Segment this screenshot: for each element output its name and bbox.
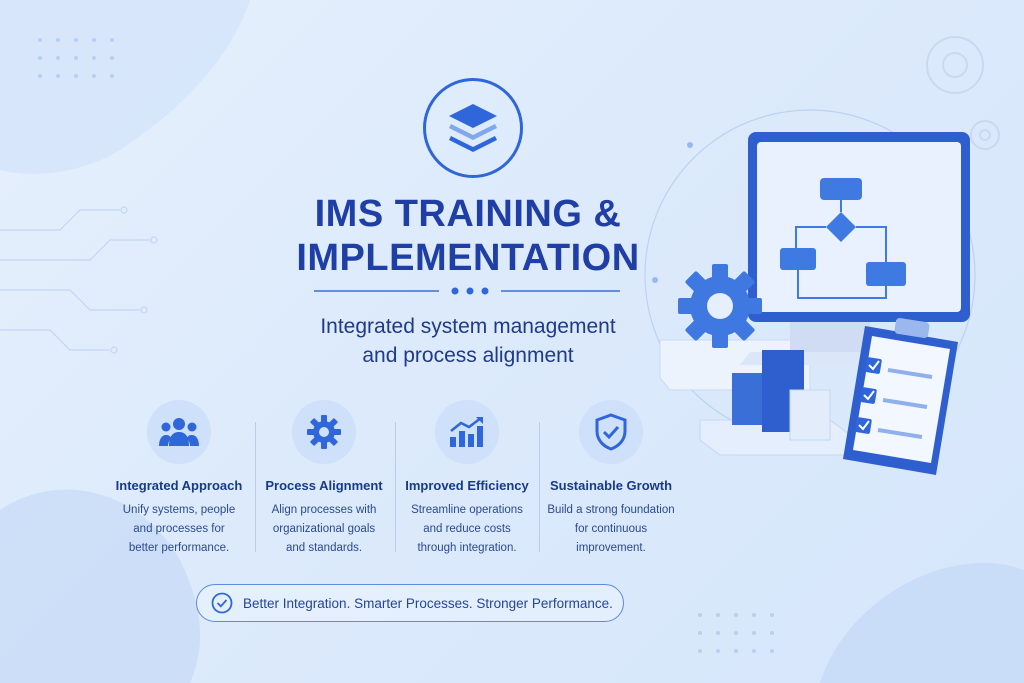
check-circle-icon	[211, 592, 233, 614]
feature-process-alignment: Process Alignment Align processes with o…	[250, 400, 398, 558]
tagline-text: Better Integration. Smarter Processes. S…	[243, 595, 613, 611]
feature-title: Sustainable Growth	[549, 478, 673, 493]
feature-title: Integrated Approach	[115, 478, 243, 493]
feature-desc-line: Build a strong foundation	[547, 504, 675, 516]
feature-desc-line: and standards.	[285, 542, 363, 554]
feature-icon-circle	[579, 400, 643, 464]
gear-icon	[307, 415, 341, 449]
feature-desc-line: organizational goals	[272, 523, 376, 535]
feature-desc-line: Align processes with	[271, 504, 377, 516]
feature-improved-efficiency: Improved Efficiency Streamline operation…	[393, 400, 541, 558]
feature-description: Streamline operations and reduce costs t…	[393, 501, 541, 558]
feature-sustainable-growth: Sustainable Growth Build a strong founda…	[537, 400, 685, 558]
feature-separator	[255, 422, 256, 552]
title-line-1: IMS TRAINING &	[314, 193, 622, 235]
stacked-layers-icon	[449, 104, 497, 152]
features-row: Integrated Approach Unify systems, peopl…	[105, 400, 685, 570]
monitor-icon	[740, 132, 970, 365]
feature-title: Process Alignment	[265, 478, 383, 493]
feature-icon-circle	[292, 400, 356, 464]
clipboard-checklist-icon	[843, 318, 958, 475]
bar-chart-icon	[732, 350, 831, 441]
gear-icon	[678, 264, 762, 348]
shield-check-icon	[595, 413, 627, 451]
feature-description: Build a strong foundation for continuous…	[537, 501, 685, 558]
subtitle-line-2: and process alignment	[362, 344, 574, 367]
title-divider	[314, 287, 620, 295]
feature-desc-line: Streamline operations	[411, 504, 523, 516]
people-group-icon	[159, 418, 199, 446]
flowchart-icon	[780, 178, 906, 299]
tagline-banner: Better Integration. Smarter Processes. S…	[196, 584, 624, 622]
feature-desc-line: improvement.	[576, 542, 646, 554]
feature-icon-circle	[147, 400, 211, 464]
subtitle-line-1: Integrated system management	[320, 315, 616, 338]
subtitle: Integrated system management and process…	[280, 312, 656, 370]
feature-desc-line: for continuous	[574, 523, 648, 535]
feature-desc-line: Unify systems, people	[122, 504, 236, 516]
feature-description: Unify systems, people and processes for …	[105, 501, 253, 558]
feature-desc-line: and reduce costs	[423, 523, 511, 535]
ims-illustration	[652, 132, 970, 475]
feature-icon-circle	[435, 400, 499, 464]
feature-integrated-approach: Integrated Approach Unify systems, peopl…	[105, 400, 253, 558]
feature-desc-line: and processes for	[133, 523, 225, 535]
feature-desc-line: through integration.	[417, 542, 517, 554]
logo-badge	[423, 78, 523, 178]
page-title: IMS TRAINING & IMPLEMENTATION	[250, 192, 686, 280]
title-line-2: IMPLEMENTATION	[296, 237, 640, 279]
growth-chart-icon	[450, 417, 483, 447]
feature-title: Improved Efficiency	[405, 478, 529, 493]
feature-separator	[395, 422, 396, 552]
feature-desc-line: better performance.	[128, 542, 230, 554]
feature-separator	[539, 422, 540, 552]
feature-description: Align processes with organizational goal…	[250, 501, 398, 558]
